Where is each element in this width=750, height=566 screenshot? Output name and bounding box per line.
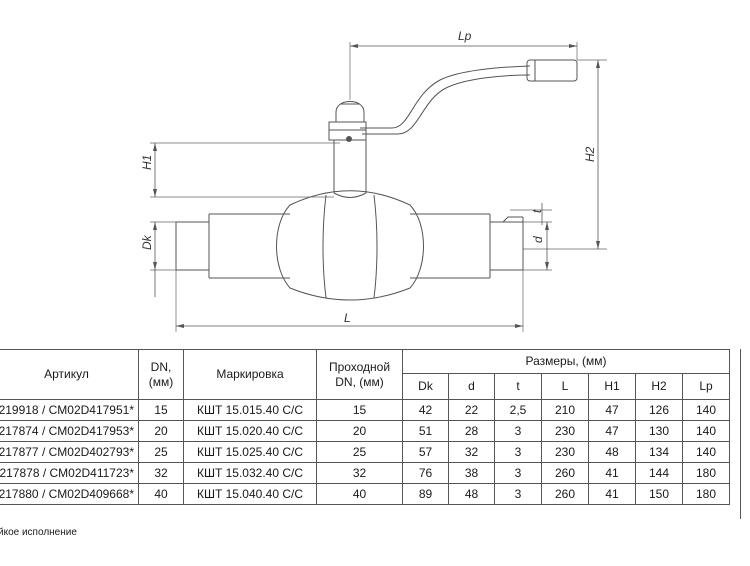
cell-bore: 15 [316,399,403,421]
cell-d: 48 [448,483,495,505]
table-row: 217874 / CM02D417953* 20 КШТ 15.020.40 С… [0,420,730,442]
cell-h1: 47 [588,420,636,442]
cell-h2: 150 [635,483,683,505]
table-right-border [740,349,741,519]
cell-dk: 57 [402,441,449,463]
header-dn: DN,(мм) [138,349,184,400]
table-subheader-row: Dk d t L H1 H2 Lp [0,373,730,400]
dim-label-lp: Lp [458,29,472,43]
cell-article: 219918 / CM02D417951* [0,399,139,421]
cell-article: 217878 / CM02D411723* [0,462,139,484]
cell-l: 230 [541,441,589,463]
header-dk: Dk [402,373,449,400]
cell-h2: 144 [635,462,683,484]
cell-article: 217874 / CM02D417953* [0,420,139,442]
table-row: 217877 / CM02D402793* 25 КШТ 15.025.40 С… [0,441,730,463]
cell-h1: 41 [588,483,636,505]
dim-label-h1: H1 [140,155,154,170]
cell-dk: 42 [402,399,449,421]
cell-d: 28 [448,420,495,442]
cell-lp: 180 [682,483,730,505]
cell-article: 217877 / CM02D402793* [0,441,139,463]
table-row: 219918 / CM02D417951* 15 КШТ 15.015.40 С… [0,399,730,421]
cell-article: 217880 / CM02D409668* [0,483,139,505]
cell-l: 260 [541,462,589,484]
cell-l: 210 [541,399,589,421]
cell-marking: КШТ 15.015.40 С/С [183,399,317,421]
header-article: Артикул [0,349,139,400]
table-row: 217880 / CM02D409668* 40 КШТ 15.040.40 С… [0,483,730,505]
footnote: йкое исполнение [0,527,77,538]
cell-bore: 40 [316,483,403,505]
dim-label-t: t [530,209,544,213]
cell-l: 260 [541,483,589,505]
cell-t: 3 [494,420,542,442]
cell-t: 3 [494,441,542,463]
cell-lp: 140 [682,441,730,463]
cell-dk: 76 [402,462,449,484]
cell-t: 3 [494,483,542,505]
cell-dn: 15 [138,399,184,421]
cell-h1: 41 [588,462,636,484]
cell-t: 3 [494,462,542,484]
header-lp: Lp [682,373,730,400]
dim-label-h2: H2 [583,146,597,162]
dim-label-d: d [531,236,545,243]
cell-d: 38 [448,462,495,484]
header-t: t [494,373,542,400]
cell-bore: 25 [316,441,403,463]
cell-lp: 140 [682,399,730,421]
cell-t: 2,5 [494,399,542,421]
header-marking: Маркировка [183,349,317,400]
cell-dn: 32 [138,462,184,484]
cell-bore: 20 [316,420,403,442]
cell-lp: 180 [682,462,730,484]
dim-label-l: L [344,311,351,325]
header-l: L [541,373,589,400]
header-dimensions: Размеры, (мм) [402,349,730,374]
cell-dn: 20 [138,420,184,442]
cell-lp: 140 [682,420,730,442]
ball-valve-drawing: Lp H1 Dk L H2 d t [140,29,607,332]
cell-dk: 89 [402,483,449,505]
cell-d: 32 [448,441,495,463]
cell-marking: КШТ 15.025.40 С/С [183,441,317,463]
header-d: d [448,373,495,400]
cell-dn: 25 [138,441,184,463]
header-h1: H1 [588,373,636,400]
cell-h2: 134 [635,441,683,463]
dim-label-dk: Dk [140,234,154,250]
cell-dk: 51 [402,420,449,442]
header-h2: H2 [635,373,683,400]
cell-bore: 32 [316,462,403,484]
cell-h2: 126 [635,399,683,421]
cell-marking: КШТ 15.020.40 С/С [183,420,317,442]
cell-h1: 47 [588,399,636,421]
cell-d: 22 [448,399,495,421]
cell-marking: КШТ 15.040.40 С/С [183,483,317,505]
table-row: 217878 / CM02D411723* 32 КШТ 15.032.40 С… [0,462,730,484]
cell-h2: 130 [635,420,683,442]
cell-h1: 48 [588,441,636,463]
cell-l: 230 [541,420,589,442]
cell-dn: 40 [138,483,184,505]
cell-marking: КШТ 15.032.40 С/С [183,462,317,484]
